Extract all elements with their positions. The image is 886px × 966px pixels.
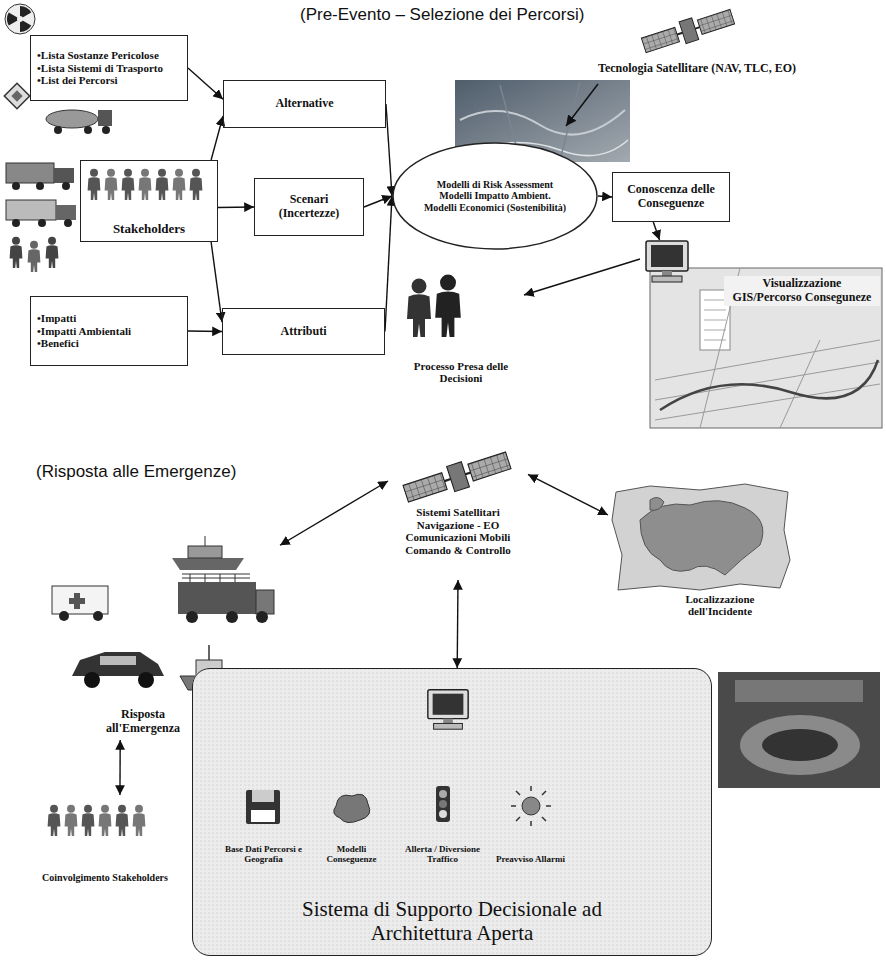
process-box: Scenari (Incertezze) — [254, 178, 364, 236]
node-text: Comunicazioni Mobili — [406, 531, 511, 544]
connector — [188, 68, 223, 99]
emergency-vehicles: Risposta all'Emergenza — [45, 535, 280, 740]
transport-vehicles — [6, 110, 112, 227]
node-text: •Lista Sostanze Pericolose — [37, 49, 159, 62]
list-box: •Impatti•Impatti Ambientali•Benefici — [30, 296, 188, 366]
node-text: Processo Presa delle Decisioni — [400, 360, 522, 385]
list-box: •Lista Sostanze Pericolose•Lista Sistemi… — [30, 35, 188, 101]
node-text: •Impatti — [37, 312, 76, 325]
satellite-systems: Sistemi SatellitariNavigazione - EOComun… — [388, 448, 528, 580]
traffic-module: Allerta / Diversione Traffico — [400, 785, 486, 867]
connector — [598, 196, 612, 197]
node-text: •Impatti Ambientali — [37, 325, 131, 338]
node-text: Modelli Impatto Ambient. — [439, 190, 550, 202]
stakeholder-group: Coinvolgimento Stakeholders — [40, 795, 170, 885]
database-module: Base Dati Percorsi e Geografia — [222, 785, 306, 867]
connector — [528, 474, 608, 515]
gis-screen: Visualizzazione GIS/Percorso Conseguneze — [640, 240, 884, 430]
node-text: Modelli di Risk Assessment — [437, 179, 553, 191]
node-text: Scenari (Incertezze) — [267, 193, 351, 221]
control-room-photo — [718, 672, 880, 788]
connector — [653, 222, 659, 240]
europe-map — [612, 484, 790, 590]
process-box: Attributi — [222, 308, 385, 355]
gis-screenshot — [646, 241, 882, 428]
connector — [457, 580, 459, 668]
node-text: Modelli Conseguenze — [314, 844, 390, 865]
node-text: Navigazione - EO — [417, 519, 500, 532]
stakeholder-box: Stakeholders — [80, 160, 218, 242]
node-text: Conoscenza delle Conseguenze — [621, 183, 721, 211]
decision-support-panel — [192, 668, 712, 956]
node-text: •Benefici — [37, 337, 79, 350]
node-text: •List dei Percorsi — [37, 74, 118, 87]
node-text: Attributi — [281, 325, 327, 339]
node-text: Base Dati Percorsi e Geografia — [224, 844, 304, 865]
node-text: Sistemi Satellitari — [416, 506, 499, 519]
node-text: •Lista Sistemi di Trasporto — [37, 62, 163, 75]
incident-map: Localizzazione dell'Incidente — [608, 480, 793, 620]
alarm-module: Preavviso Allarmi — [490, 785, 572, 867]
connector — [364, 196, 392, 207]
node-text: Sistema di Supporto Decisionale ad Archi… — [296, 897, 608, 945]
connector — [188, 330, 222, 332]
decision-makers: Processo Presa delle Decisioni — [398, 272, 524, 387]
emergency-vehicles — [52, 536, 274, 690]
satellites — [402, 6, 736, 506]
node-text: Allerta / Diversione Traffico — [402, 844, 484, 865]
node-text: Preavviso Allarmi — [496, 854, 565, 864]
section-heading: (Risposta alle Emergenze) — [36, 462, 236, 482]
node-text: Localizzazione dell'Incidente — [655, 593, 785, 618]
decision-support-system: Sistema di Supporto Decisionale ad Archi… — [192, 668, 712, 956]
model-ellipse: Modelli di Risk AssessmentModelli Impatt… — [392, 142, 598, 250]
caption-label: Tecnologia Satellitare (NAV, TLC, EO) — [598, 61, 796, 76]
connector — [119, 740, 121, 795]
node-text: Modelli Economici (Sostenibilità) — [424, 202, 566, 214]
connector — [211, 116, 223, 160]
node-text: Stakeholders — [113, 222, 185, 237]
connector — [218, 206, 254, 208]
node-text: Coinvolgimento Stakeholders — [42, 872, 168, 884]
connector — [386, 104, 392, 196]
node-text: Risposta all'Emergenza — [95, 708, 191, 736]
consequence-module: Modelli Conseguenze — [312, 785, 392, 867]
node-text: Visualizzazione GIS/Percorso Conseguneze — [724, 276, 880, 306]
connector — [280, 481, 388, 545]
connector — [211, 242, 222, 322]
process-box: Alternative — [223, 80, 386, 128]
node-text: Comando & Controllo — [405, 544, 511, 557]
section-heading: (Pre-Evento – Selezione dei Percorsi) — [300, 5, 584, 25]
connector — [385, 196, 392, 332]
connector — [524, 259, 640, 295]
process-box: Conoscenza delle Conseguenze — [612, 172, 730, 222]
node-text: Alternative — [276, 97, 334, 111]
